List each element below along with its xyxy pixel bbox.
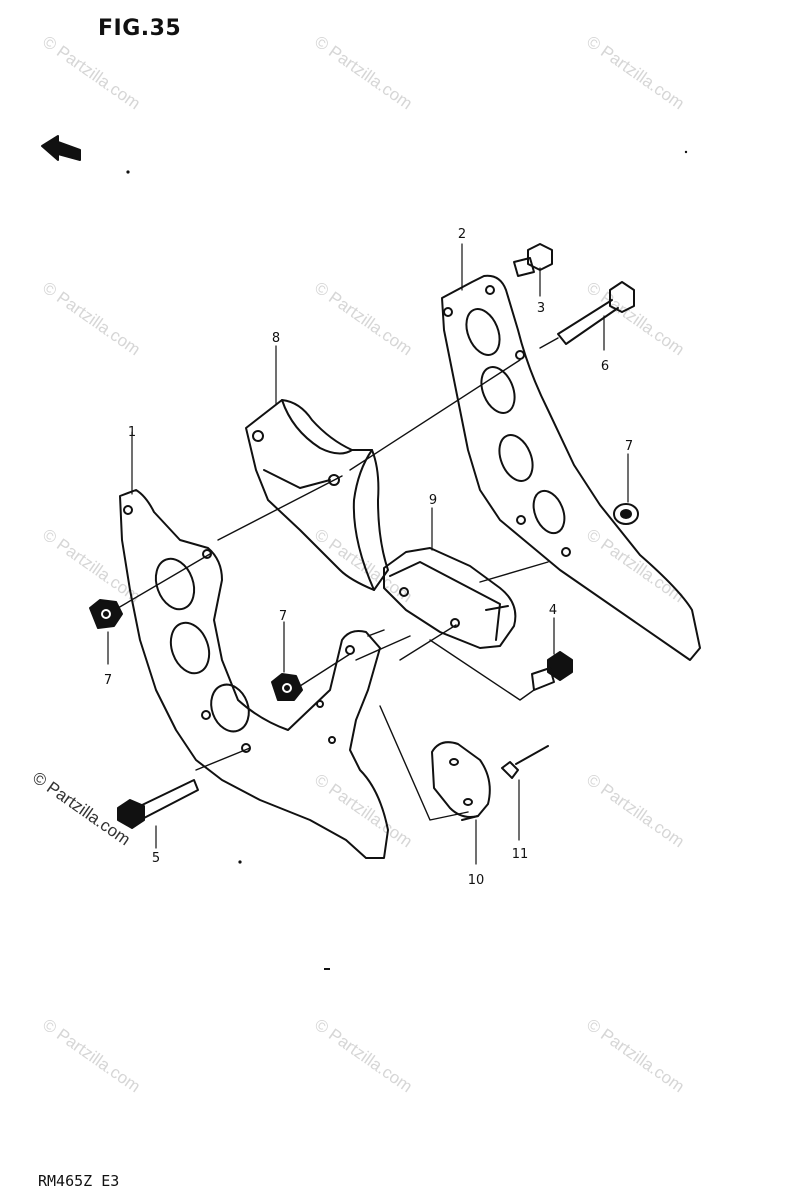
part-6-long-bolt <box>557 281 635 345</box>
part-7-nut-right <box>613 503 639 525</box>
callout-5: 5 <box>152 851 160 866</box>
callout-labels: 2 3 6 8 1 7 9 7 7 4 5 10 11 <box>104 227 633 888</box>
callout-7: 7 <box>279 609 287 624</box>
callout-7: 7 <box>625 439 633 454</box>
part-11-screw <box>501 745 549 779</box>
callout-leader-lines <box>107 243 629 865</box>
callout-8: 8 <box>272 331 280 346</box>
part-4-bolt <box>531 651 573 691</box>
scan-specks <box>126 150 688 970</box>
callout-4: 4 <box>549 603 557 618</box>
callout-6: 6 <box>601 359 609 374</box>
part-7-nut-middle <box>271 673 303 701</box>
callout-9: 9 <box>429 493 437 508</box>
part-5-long-bolt <box>117 779 199 829</box>
front-direction-arrow-icon <box>41 135 81 161</box>
part-7-nut-left <box>89 599 123 629</box>
diagram-code: RM465Z E3 <box>38 1172 120 1190</box>
part-10-rubber-pad <box>431 741 491 821</box>
part-9-guide-roller-pad <box>383 547 517 649</box>
callout-7: 7 <box>104 673 112 688</box>
callout-2: 2 <box>458 227 466 242</box>
callout-1: 1 <box>128 425 136 440</box>
callout-10: 10 <box>468 873 485 888</box>
callout-11: 11 <box>512 847 529 862</box>
part-1-chain-guide-plate <box>119 489 389 859</box>
callout-3: 3 <box>537 301 545 316</box>
figure-title: FIG.35 <box>98 16 182 41</box>
part-3-bolt <box>513 243 553 277</box>
part-8-spacer-block <box>245 399 389 591</box>
assembly-guide-lines <box>117 337 559 821</box>
part-2-chain-guide-plate <box>441 274 701 661</box>
